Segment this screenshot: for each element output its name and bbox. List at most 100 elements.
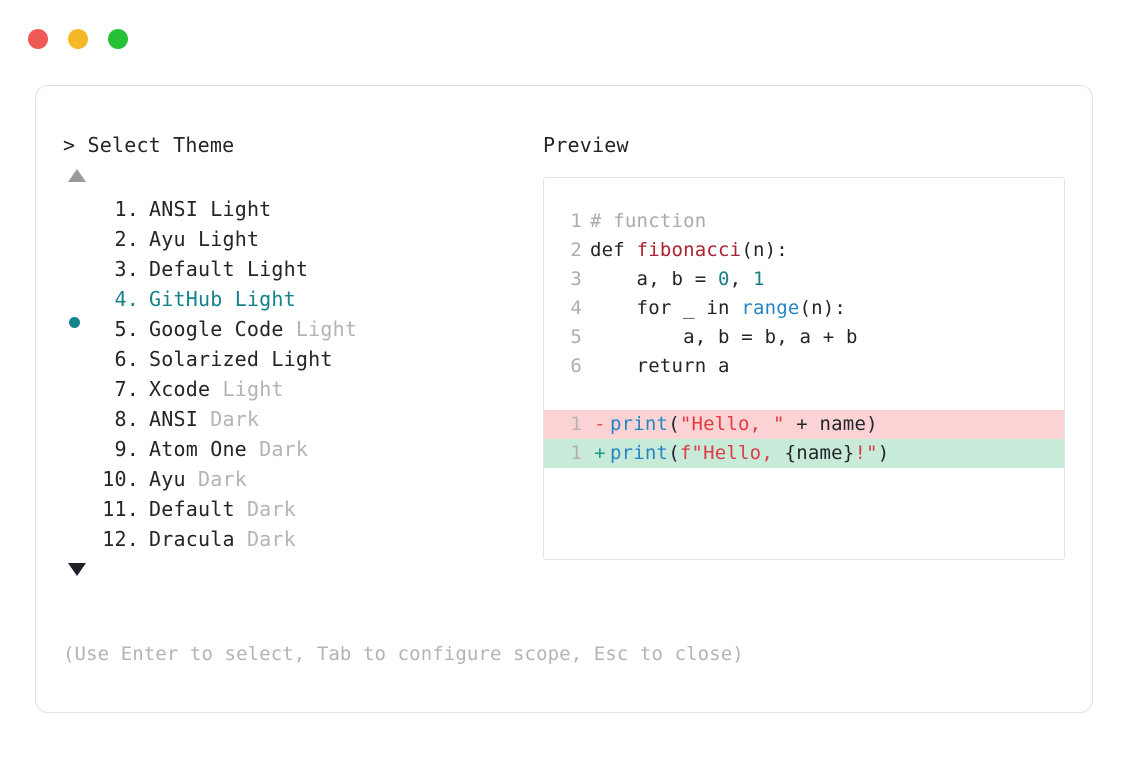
- code-token: 0: [718, 268, 730, 290]
- code-line-text: a, b = b, a + b: [590, 323, 858, 352]
- diff-marker: +: [594, 442, 606, 464]
- window-titlebar: [28, 29, 128, 49]
- theme-list-item[interactable]: 10.Ayu Dark: [63, 464, 533, 494]
- code-token: f"Hello,: [679, 442, 785, 464]
- line-number: 6: [570, 355, 582, 377]
- code-line-text: print(f"Hello, {name}!"): [610, 439, 889, 468]
- code-token: a, b =: [590, 268, 719, 290]
- code-line: 3 a, b = 0, 1: [544, 265, 1064, 294]
- code-token: print: [610, 442, 669, 464]
- preview-column: Preview: [543, 132, 1073, 158]
- diff-marker: -: [594, 413, 606, 435]
- code-token: ,: [729, 268, 753, 290]
- theme-name-text: Ayu: [149, 467, 186, 491]
- theme-item-name: Atom One Dark: [139, 434, 308, 464]
- code-diff-line: 1 +print(f"Hello, {name}!"): [544, 439, 1064, 468]
- code-token: !": [854, 442, 878, 464]
- theme-variant-text: Light: [234, 287, 296, 311]
- code-diff-line: 1-print("Hello, " + name): [544, 410, 1064, 439]
- theme-item-name: Dracula Dark: [139, 524, 296, 554]
- theme-item-number: 9.: [114, 437, 139, 461]
- theme-list-item[interactable]: 11.Default Dark: [63, 494, 533, 524]
- theme-name-text: Atom One: [149, 437, 247, 461]
- page-title: > Select Theme: [63, 133, 235, 157]
- theme-list-item[interactable]: 4.GitHub Light: [63, 284, 533, 328]
- line-number: 5: [570, 326, 582, 348]
- theme-item-number: 4.: [114, 287, 139, 311]
- code-line-text: a, b = 0, 1: [590, 265, 765, 294]
- theme-list-item[interactable]: 2.Ayu Light: [63, 224, 533, 254]
- theme-list-item[interactable]: 9.Atom One Dark: [63, 434, 533, 464]
- line-number: 3: [570, 268, 582, 290]
- keyboard-hint: (Use Enter to select, Tab to configure s…: [63, 643, 744, 665]
- theme-list-item[interactable]: 8.ANSI Dark: [63, 404, 533, 434]
- theme-name-text: Google Code: [149, 317, 284, 341]
- theme-item-name: ANSI Dark: [139, 404, 259, 434]
- theme-item-name: Ayu Dark: [139, 464, 247, 494]
- theme-item-name: Solarized Light: [139, 344, 333, 374]
- theme-item-name: GitHub Light: [139, 284, 296, 314]
- selected-bullet-icon: [69, 317, 80, 328]
- line-number: 1: [570, 442, 582, 464]
- theme-variant-text: Dark: [246, 527, 296, 551]
- theme-list-item[interactable]: 7. Xcode Light: [63, 374, 533, 404]
- code-line: 4 for _ in range(n):: [544, 294, 1064, 323]
- line-number: 1: [570, 210, 582, 232]
- code-token: def: [590, 239, 637, 261]
- theme-variant-text: Light: [271, 347, 333, 371]
- close-window-button[interactable]: [28, 29, 48, 49]
- theme-variant-text: Light: [222, 377, 284, 401]
- theme-list-item[interactable]: 6.Solarized Light: [63, 344, 533, 374]
- line-number: 2: [570, 239, 582, 261]
- code-token: (: [668, 442, 680, 464]
- theme-name-text: Dracula: [149, 527, 235, 551]
- theme-name-text: ANSI: [149, 197, 198, 221]
- code-token: {name}: [784, 442, 855, 464]
- code-token: + name): [784, 413, 878, 435]
- theme-name-text: Default: [149, 497, 235, 521]
- line-number: 1: [570, 413, 582, 435]
- theme-variant-text: Dark: [197, 467, 247, 491]
- theme-item-number: 7.: [114, 377, 139, 401]
- theme-name-text: Default: [149, 257, 235, 281]
- theme-item-name: Ayu Light: [139, 224, 259, 254]
- theme-item-name: Default Dark: [139, 494, 296, 524]
- code-token: ): [877, 442, 890, 464]
- theme-item-number: 2.: [114, 227, 139, 251]
- code-line-text: # function: [590, 207, 706, 236]
- theme-name-text: ANSI: [149, 407, 198, 431]
- code-line-text: return a: [590, 352, 730, 381]
- minimize-window-button[interactable]: [68, 29, 88, 49]
- theme-list-item[interactable]: 12.Dracula Dark: [63, 524, 533, 554]
- theme-item-number: 6.: [114, 347, 139, 371]
- code-line: 5 a, b = b, a + b: [544, 323, 1064, 352]
- triangle-down-icon[interactable]: [68, 563, 86, 576]
- theme-list-item[interactable]: 5.Google Code Light: [63, 314, 533, 344]
- code-line-text: def fibonacci(n):: [590, 236, 788, 265]
- line-number: 4: [570, 297, 582, 319]
- theme-name-text: Solarized: [149, 347, 260, 371]
- theme-item-number: 5.: [114, 317, 139, 341]
- code-token: # function: [590, 210, 707, 232]
- theme-list-item[interactable]: 3.Default Light: [63, 254, 533, 284]
- triangle-up-icon[interactable]: [68, 169, 86, 182]
- maximize-window-button[interactable]: [108, 29, 128, 49]
- code-token: for _ in: [590, 297, 742, 319]
- code-blank-line: [544, 381, 1064, 410]
- theme-name-text: Xcode: [149, 377, 211, 401]
- code-line-text: for _ in range(n):: [590, 294, 846, 323]
- theme-variant-text: Dark: [210, 407, 260, 431]
- theme-item-number: 1.: [114, 197, 139, 221]
- code-token: "Hello, ": [679, 413, 785, 435]
- code-token: print: [610, 413, 669, 435]
- code-line: 6 return a: [544, 352, 1064, 381]
- code-token: (n):: [799, 297, 847, 319]
- theme-variant-text: Dark: [246, 497, 296, 521]
- theme-list-item[interactable]: 1.ANSI Light: [63, 194, 533, 224]
- theme-variant-text: Light: [246, 257, 309, 281]
- theme-item-name: Default Light: [139, 254, 308, 284]
- code-token: 1: [752, 268, 765, 290]
- theme-item-number: 12.: [102, 527, 139, 551]
